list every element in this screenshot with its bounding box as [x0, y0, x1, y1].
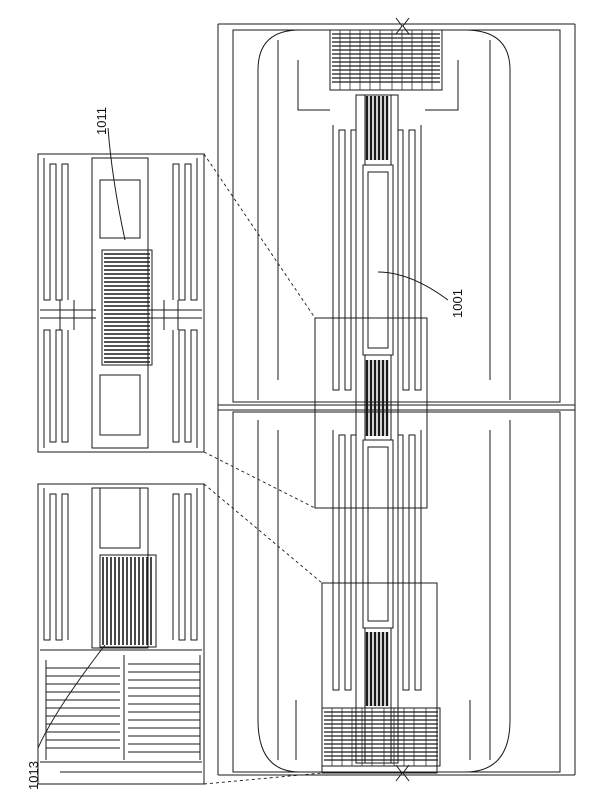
label-1011: 1011 — [94, 107, 109, 135]
lower-inset-comb — [40, 650, 202, 772]
main-device — [218, 18, 575, 781]
upper-inset — [38, 154, 204, 452]
leader-1011 — [108, 128, 125, 240]
upper-panel — [233, 30, 560, 402]
label-1001: 1001 — [450, 289, 465, 318]
lower-inset-dark-area — [100, 555, 156, 647]
lower-inset — [38, 484, 204, 784]
top-arrow-right — [403, 18, 409, 34]
inset-leader-lines — [204, 154, 322, 784]
left-springs — [333, 125, 356, 690]
outer-frame — [218, 24, 575, 775]
upper-inset-dark-area — [102, 250, 152, 365]
top-comb-block — [330, 30, 442, 90]
lower-panel — [233, 412, 560, 772]
top-arrow-left — [396, 18, 402, 34]
bottom-comb-block — [322, 708, 440, 766]
leader-1013 — [38, 645, 105, 748]
right-springs — [398, 125, 421, 690]
label-1013: 1013 — [26, 761, 41, 790]
